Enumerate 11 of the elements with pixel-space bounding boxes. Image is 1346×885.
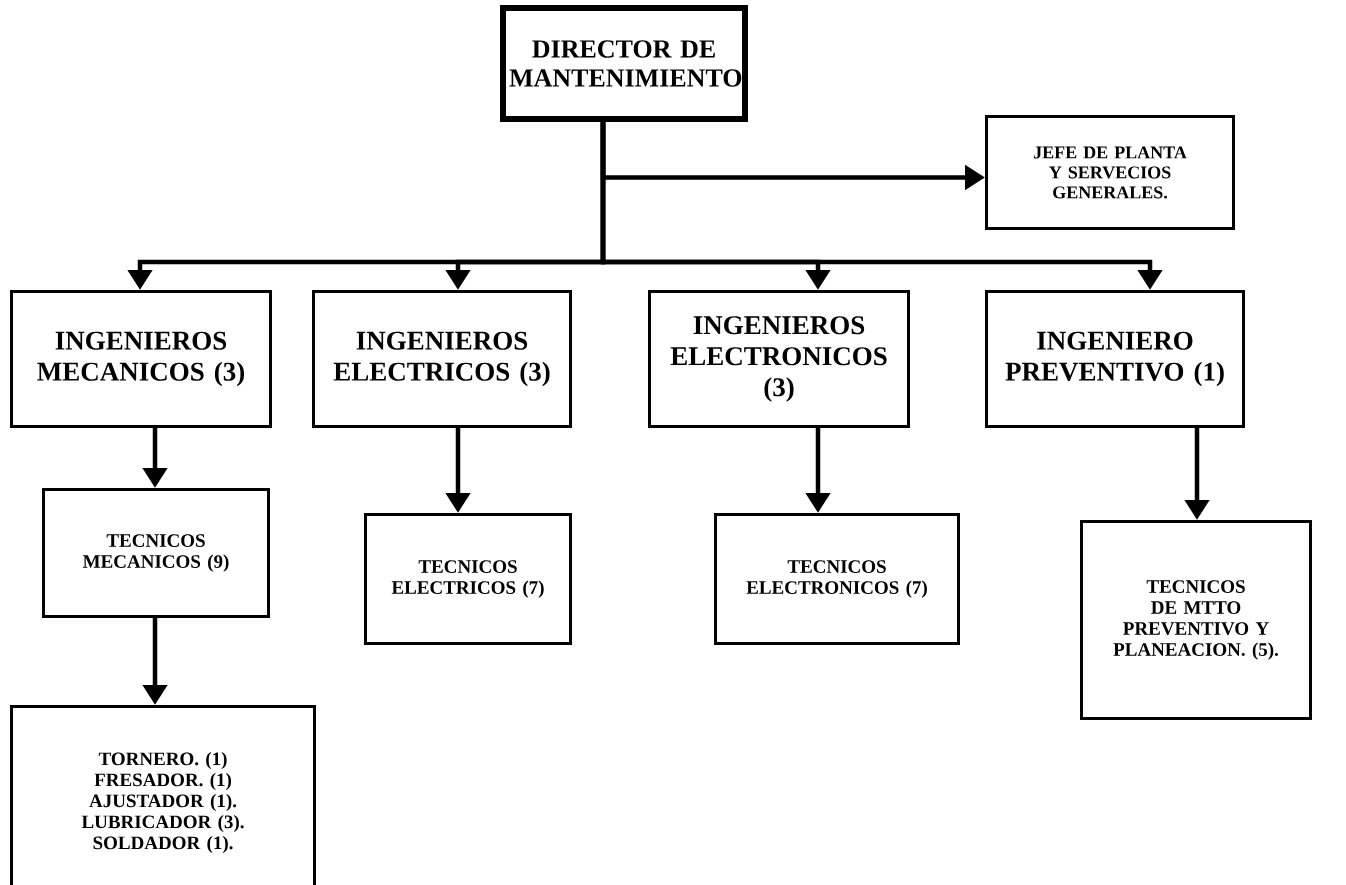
org-box: TECNICOS ELECTRONICOS (7) [714,513,960,645]
org-box: JEFE DE PLANTA Y SERVECIOS GENERALES. [985,115,1235,230]
org-box: TECNICOS ELECTRICOS (7) [364,513,572,645]
org-box: DIRECTOR DE MANTENIMIENTO [500,5,748,122]
org-box: INGENIEROS ELECTRICOS (3) [312,290,572,428]
org-box: TORNERO. (1) FRESADOR. (1) AJUSTADOR (1). LUBRICADOR (3). SOLDADOR (1). [10,705,316,885]
org-box: INGENIERO PREVENTIVO (1) [985,290,1245,428]
org-box: INGENIEROS ELECTRONICOS (3) [648,290,910,428]
org-box: TECNICOS MECANICOS (9) [42,488,270,618]
org-box: TECNICOS DE MTTO PREVENTIVO Y PLANEACION. (5). [1080,520,1312,720]
org-box: INGENIEROS MECANICOS (3) [10,290,272,428]
